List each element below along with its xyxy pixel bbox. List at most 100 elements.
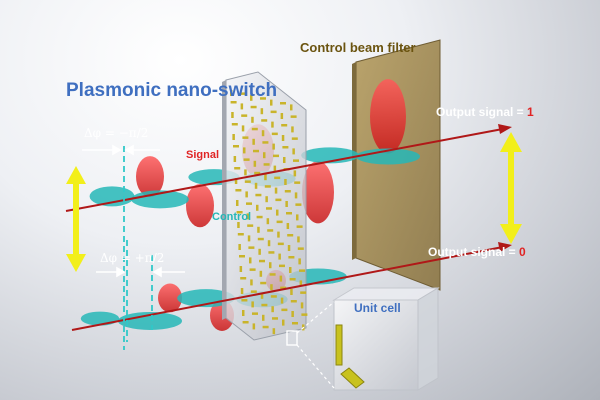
nanoantenna [299, 280, 303, 287]
nanoantenna [250, 290, 257, 293]
nanoantenna [233, 156, 237, 162]
nanoantenna [297, 247, 304, 250]
nanoantenna [260, 292, 264, 299]
nanoantenna [241, 299, 248, 302]
nanoantenna [268, 251, 275, 254]
nanoantenna [274, 176, 281, 180]
nanoantenna [254, 171, 261, 175]
signal-wave-lobe [136, 156, 164, 197]
nanoantenna [281, 124, 288, 127]
output-signal-0: Output signal = 0 [428, 245, 526, 259]
nanoantenna [239, 266, 243, 272]
nanoantenna [230, 101, 237, 104]
nanoantenna [287, 234, 294, 237]
unit-cell-label: Unit cell [354, 301, 401, 315]
nanoantenna [271, 132, 278, 136]
output-signal-1-prefix: Output signal = [436, 105, 527, 119]
nanoantenna [270, 284, 273, 291]
nanoantenna [289, 278, 296, 281]
nanoantenna [285, 201, 288, 207]
nanoantenna [239, 255, 245, 258]
nanoantenna [272, 328, 276, 335]
nanoantenna [252, 312, 258, 315]
nanoantenna [294, 192, 298, 199]
nanoantenna [292, 148, 295, 155]
nanoantenna [265, 196, 268, 203]
nanoantenna [300, 302, 304, 309]
nanoantenna [296, 214, 299, 221]
nanoantenna [247, 224, 254, 227]
nanoantenna [240, 277, 247, 280]
nanoantenna [286, 212, 292, 215]
nanoantenna [286, 223, 290, 229]
nanoantenna [299, 269, 305, 272]
nanoantenna [247, 235, 251, 242]
nanoantenna [261, 130, 265, 137]
zoom-guide [286, 301, 335, 389]
nanoantenna [266, 218, 270, 225]
nanoantenna [254, 182, 258, 189]
nanoantenna [264, 185, 271, 188]
title: Plasmonic nano-switch [66, 80, 277, 101]
nanoantenna [231, 112, 234, 118]
control-wave-lobe [177, 289, 235, 308]
nanoantenna [241, 114, 248, 117]
nanoantenna [276, 220, 283, 224]
nanoantenna [245, 191, 248, 198]
nanoantenna [262, 314, 265, 321]
nanoantenna [267, 229, 274, 232]
nanorod-vertical [335, 324, 343, 366]
nanoantenna [249, 268, 256, 271]
nanoantenna [267, 240, 271, 247]
nanoantenna [243, 147, 246, 154]
nanoantenna [280, 113, 284, 119]
nanoantenna [233, 145, 239, 148]
nanoantenna [293, 159, 299, 162]
nanoantenna [292, 322, 298, 325]
nanoantenna [291, 126, 294, 133]
nanoantenna [242, 310, 245, 316]
nanoantenna [250, 279, 253, 286]
output-signal-0-prefix: Output signal = [428, 245, 519, 259]
nanoantenna [259, 259, 265, 263]
nanoantenna [262, 141, 269, 144]
nanoantenna [291, 137, 298, 140]
nanoantenna [280, 102, 286, 105]
nanoantenna [271, 121, 274, 128]
nanoantenna [249, 257, 252, 264]
bottom-beam-arrowhead [498, 242, 512, 252]
control-wave-lobe [80, 311, 120, 326]
nanoantenna [252, 323, 256, 330]
nanoantenna [296, 225, 303, 228]
nanoantenna [237, 233, 244, 236]
nanoantenna [262, 325, 269, 329]
nanoantenna [294, 181, 301, 184]
nanoantenna [266, 207, 272, 210]
control-wave-lobe [356, 148, 420, 165]
nanoantenna [293, 170, 297, 177]
nanoantenna [248, 246, 255, 249]
signal-label: Signal [186, 149, 219, 161]
phase-reference-lines [123, 146, 153, 350]
nanoantenna [276, 209, 279, 216]
control-wave-lobe [131, 190, 189, 209]
nanoantenna [290, 289, 293, 295]
control-label: Control [212, 211, 251, 223]
nanoantenna [261, 303, 268, 307]
nanoantenna [236, 200, 239, 206]
nanoantenna [250, 105, 257, 109]
nanoantenna [273, 154, 279, 158]
nanoantenna-array [230, 90, 308, 335]
nanoantenna [260, 108, 264, 115]
metasurface-panel [222, 71, 308, 341]
nanoantenna [251, 116, 254, 123]
nanoantenna [240, 288, 244, 294]
nanoantenna [263, 152, 266, 159]
nanoantenna [242, 136, 249, 139]
control-beam-filter [352, 39, 441, 291]
nanoantenna [280, 297, 284, 304]
nanoantenna [256, 204, 259, 211]
nanoantenna [282, 146, 289, 149]
phase-top-label: Δφ = −π/2 [84, 126, 148, 140]
nanoantenna [278, 253, 281, 260]
